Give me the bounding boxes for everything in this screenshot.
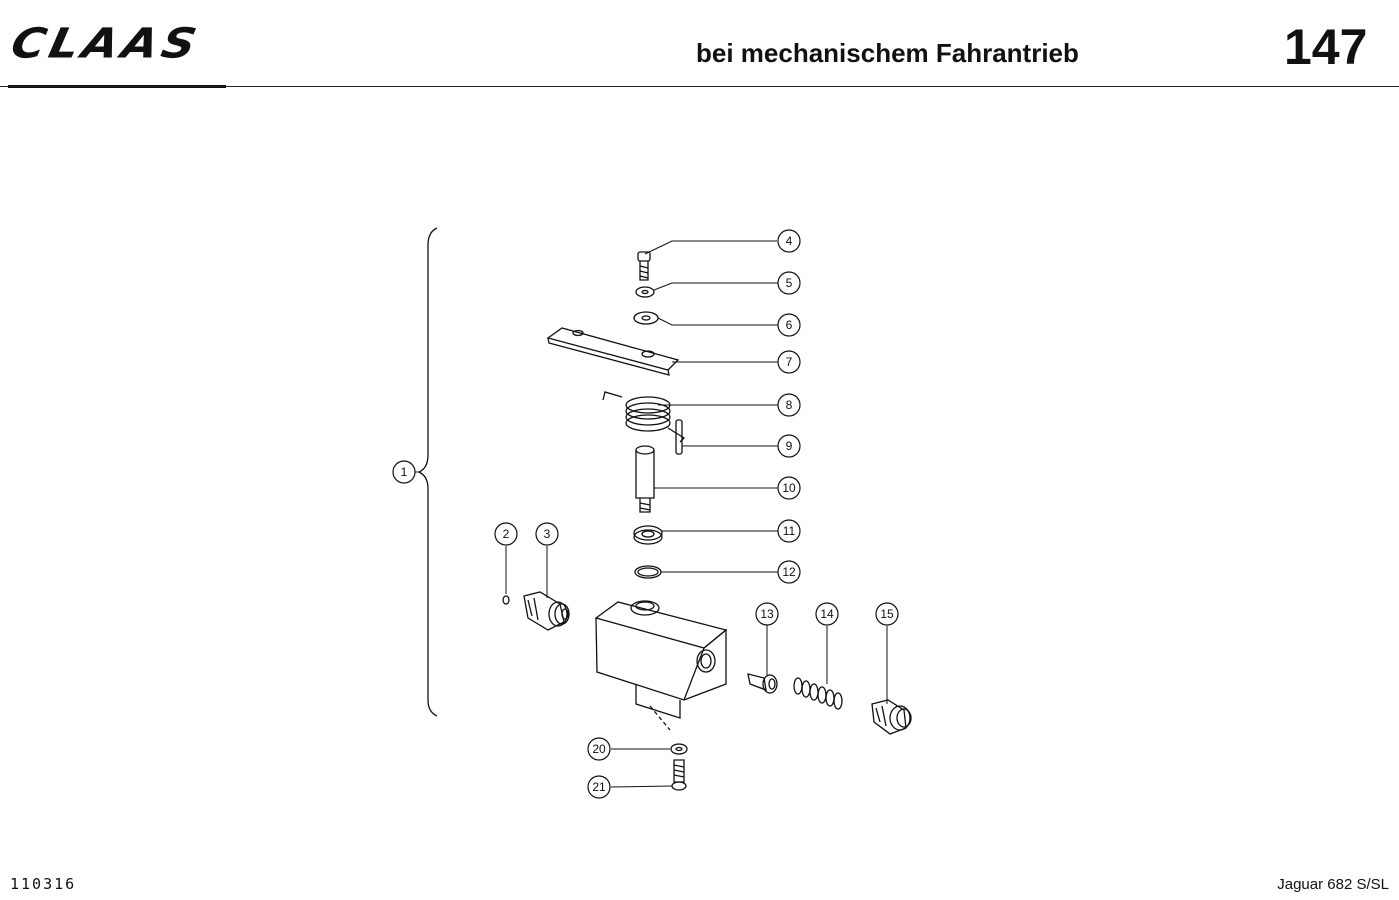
callout-14-label: 14: [820, 607, 834, 621]
part-piston-13: [747, 673, 778, 694]
callout-21: 21: [587, 775, 611, 799]
part-oring-2: [502, 595, 510, 605]
assembly-bracket: [417, 227, 438, 717]
part-spring-14: [793, 677, 843, 710]
callout-2-label: 2: [503, 527, 510, 541]
callout-9-label: 9: [786, 439, 793, 453]
callout-10-label: 10: [782, 481, 796, 495]
part-screw-21: [671, 759, 687, 791]
callout-5: 5: [777, 271, 801, 295]
callout-15-label: 15: [880, 607, 894, 621]
callout-20: 20: [587, 737, 611, 761]
callout-1-label: 1: [401, 465, 408, 479]
part-washer-5: [635, 286, 655, 298]
callout-13-label: 13: [760, 607, 774, 621]
callout-12: 12: [777, 560, 801, 584]
part-nut-11: [633, 529, 663, 545]
callout-7: 7: [777, 350, 801, 374]
callout-8-label: 8: [786, 398, 793, 412]
callout-9: 9: [777, 434, 801, 458]
callout-3: 3: [535, 522, 559, 546]
callout-8: 8: [777, 393, 801, 417]
callout-11: 11: [777, 519, 801, 543]
part-shaft-10: [635, 445, 655, 513]
callout-4: 4: [777, 229, 801, 253]
part-torsion-spring-8: [602, 391, 686, 443]
part-pin-9: [675, 419, 683, 455]
part-bolt-4: [637, 251, 651, 281]
part-washer-6: [633, 311, 659, 325]
page-title: bei mechanischem Fahrantrieb: [696, 38, 1079, 68]
callout-20-label: 20: [592, 742, 606, 756]
part-fitting-3: [523, 591, 570, 631]
callout-11-label: 11: [783, 524, 796, 538]
document-id: 110316: [10, 875, 77, 893]
machine-model: Jaguar 682 S/SL: [1277, 876, 1389, 893]
part-washer-20: [670, 743, 688, 755]
callout-5-label: 5: [786, 276, 793, 290]
callout-3-label: 3: [544, 527, 551, 541]
callout-21-label: 21: [592, 780, 606, 794]
callout-12-label: 12: [782, 565, 796, 579]
part-plug-15: [871, 699, 912, 735]
callout-2: 2: [494, 522, 518, 546]
callout-7-label: 7: [786, 355, 793, 369]
callout-14: 14: [815, 602, 839, 626]
callout-10: 10: [777, 476, 801, 500]
part-plate-7: [546, 327, 680, 376]
callout-6: 6: [777, 313, 801, 337]
callout-15: 15: [875, 602, 899, 626]
callout-6-label: 6: [786, 318, 793, 332]
header-divider: [0, 86, 1399, 87]
part-valve-body: [594, 600, 728, 731]
page-number: 147: [1284, 19, 1368, 75]
callout-4-label: 4: [786, 234, 793, 248]
callout-1: 1: [392, 460, 416, 484]
callout-13: 13: [755, 602, 779, 626]
leader-lines: [415, 240, 888, 788]
